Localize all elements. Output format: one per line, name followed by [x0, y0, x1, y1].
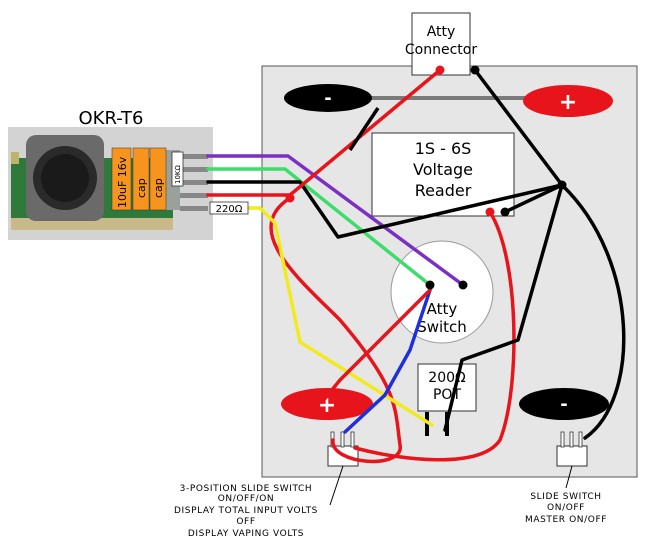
voltage-reader-label-1: 1S - 6S	[415, 139, 472, 158]
pointer-3pos	[329, 465, 344, 506]
cap-10uf	[111, 147, 132, 211]
pot-label-2: POT	[433, 387, 461, 403]
battery-positive-sign: +	[559, 90, 577, 115]
slide-3pos-caption-2: ON/OFF/ON	[218, 494, 275, 504]
atty-switch-circle	[390, 240, 494, 344]
cap-right	[149, 147, 167, 211]
output-positive-terminal	[281, 388, 373, 420]
wire-black-reader	[503, 183, 564, 214]
output-negative-terminal	[519, 388, 609, 420]
atty-connector-label-2: Connector	[405, 42, 477, 58]
voltage-reader-label-2: Voltage	[413, 160, 473, 179]
pointer-master	[565, 465, 573, 489]
cap-left-label: cap	[135, 178, 148, 198]
wires	[206, 68, 626, 464]
cap-left	[132, 147, 150, 211]
voltage-reader-label-3: Reader	[415, 181, 472, 200]
slide-3pos-caption-4: OFF	[236, 517, 255, 527]
pot-pin-left	[425, 412, 429, 436]
atty-switch-label-2: Switch	[417, 318, 467, 336]
resistor-10k-label: 10KΩ	[174, 165, 182, 184]
cap-right-label: cap	[152, 178, 165, 198]
resistor-220-label: 220Ω	[216, 204, 243, 215]
atty-connector-box	[411, 12, 471, 76]
module-title: OKR-T6	[78, 108, 143, 129]
atty-connector-label-1: Atty	[427, 24, 456, 40]
wire-black-module	[206, 180, 564, 239]
junction-switch-right	[458, 280, 468, 290]
wire-blue	[343, 288, 432, 434]
slide-3pos-caption-3: DISPLAY TOTAL INPUT VOLTS	[174, 506, 318, 516]
output-negative-sign: -	[560, 394, 567, 415]
slide-switch-master-body	[556, 445, 588, 467]
pot-box	[417, 363, 477, 412]
battery-negative-sign: -	[324, 88, 331, 109]
wire-purple	[206, 154, 465, 287]
wire-red-reader	[353, 210, 516, 462]
junction-black-main	[557, 180, 567, 190]
slide-3pos-caption-5: DISPLAY VAPING VOLTS	[188, 529, 304, 539]
junction-connector-red	[435, 65, 445, 75]
resistor-10k	[171, 151, 184, 187]
battery-negative-terminal	[284, 84, 372, 112]
slide-master-caption-1: SLIDE SWITCH	[530, 492, 601, 502]
wire-red-switch	[320, 288, 432, 404]
wire-red-loop	[269, 196, 402, 464]
slide-master-caption-3: MASTER ON/OFF	[525, 515, 607, 525]
wire-green	[206, 167, 432, 287]
resistor-220	[209, 201, 249, 215]
cap-10uf-label: 10uF 16v	[116, 156, 129, 208]
junction-switch-left	[425, 280, 435, 290]
junction-reader-red	[485, 207, 495, 217]
wire-black-master	[560, 183, 626, 440]
slide-3pos-caption-1: 3-POSITION SLIDE SWITCH	[180, 484, 313, 494]
wire-black-pot	[443, 183, 564, 432]
wire-black-neg-drop	[348, 107, 380, 151]
wire-black-connector	[473, 68, 564, 187]
battery-positive-terminal	[523, 85, 613, 117]
slide-master-caption-2: ON/OFF	[547, 503, 585, 513]
junction-connector-black	[470, 65, 480, 75]
atty-switch-label-1: Atty	[427, 300, 458, 318]
junction-module-red	[285, 193, 295, 203]
junction-reader-black	[500, 207, 510, 217]
